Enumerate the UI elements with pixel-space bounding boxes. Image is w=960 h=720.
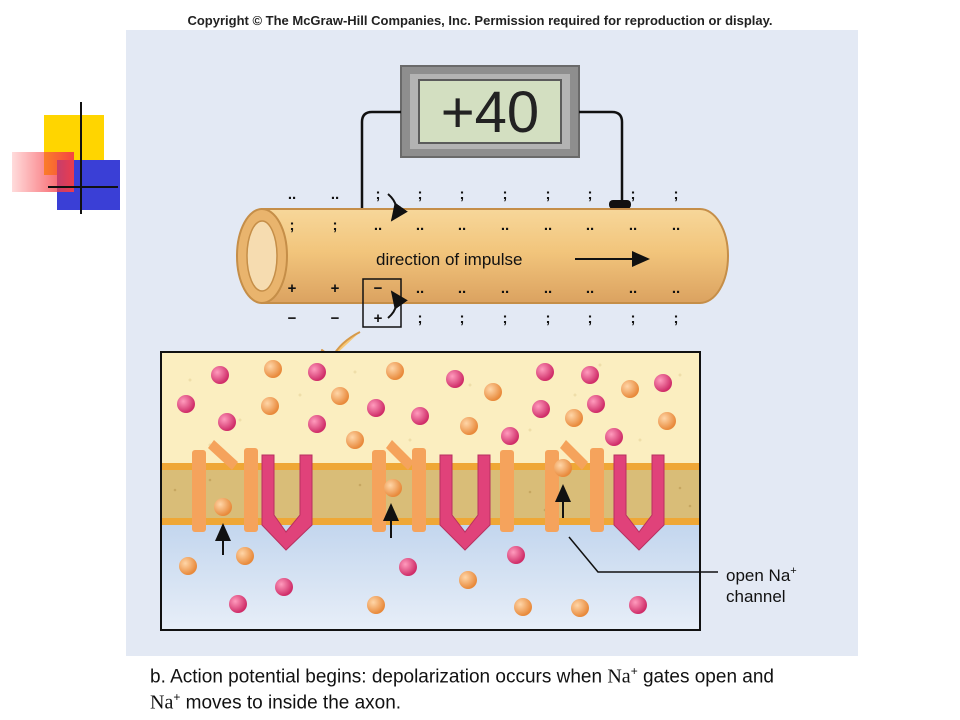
- charge-top-outer: ;: [631, 186, 636, 203]
- charge-top-inner: ..: [629, 217, 637, 234]
- direction-label: direction of impulse: [376, 250, 522, 269]
- charge-bottom-outer: −: [331, 310, 340, 327]
- charge-bottom-inner: ..: [501, 280, 509, 297]
- charge-bottom-outer: ;: [674, 310, 679, 327]
- charge-top-inner: ..: [586, 217, 594, 234]
- charge-bottom-inner: +: [331, 280, 340, 297]
- other-ion-inside: [229, 546, 647, 614]
- charge-top-inner: ..: [416, 217, 424, 234]
- charge-top-outer: ..: [288, 186, 296, 203]
- charge-top-inner: ..: [672, 217, 680, 234]
- electrode-wire-inside: [352, 110, 401, 248]
- charge-bottom-outer: ;: [460, 310, 465, 327]
- electrode-wire-outside: [579, 110, 624, 203]
- charge-bottom-inner: +: [288, 280, 297, 297]
- charge-bottom-inner: ..: [458, 280, 466, 297]
- charge-top-inner: ..: [501, 217, 509, 234]
- charge-top-outer: ..: [331, 186, 339, 203]
- other-ion: [177, 363, 672, 446]
- sodium-ion: [261, 360, 676, 449]
- figure-caption: b. Action potential begins: depolarizati…: [150, 664, 774, 714]
- sodium-ion-entering: [384, 479, 402, 497]
- axon: direction of impulse: [236, 208, 729, 304]
- charge-bottom-outer: −: [288, 310, 297, 327]
- charge-bottom-outer: ;: [503, 310, 508, 327]
- channel-label: open Na+: [726, 565, 797, 585]
- charge-top-outer: ;: [546, 186, 551, 203]
- voltmeter-display: [418, 79, 562, 144]
- membrane-figure: [160, 351, 701, 631]
- charge-bottom-outer: +: [374, 310, 383, 327]
- charge-top-outer: ;: [674, 186, 679, 203]
- charge-top-inner: ;: [290, 217, 295, 234]
- electrode-tip: [609, 200, 631, 209]
- charge-bottom-outer: ;: [546, 310, 551, 327]
- charge-bottom-inner: ..: [629, 280, 637, 297]
- charge-bottom-outer: ;: [418, 310, 423, 327]
- highlight-box: [362, 278, 402, 328]
- sodium-ion-inside: [179, 547, 589, 617]
- sodium-ion-entering: [554, 459, 572, 477]
- copyright-notice: Copyright © The McGraw-Hill Companies, I…: [187, 13, 773, 28]
- charge-top-inner: ..: [458, 217, 466, 234]
- ion-channel-open: [192, 440, 313, 551]
- charge-flip-arrow-top: [387, 193, 408, 222]
- voltmeter-reading: +40: [441, 80, 539, 145]
- voltmeter: +40: [400, 65, 580, 158]
- charge-top-outer: ;: [418, 186, 423, 203]
- charge-top-outer: ;: [588, 186, 593, 203]
- charge-bottom-inner: ..: [586, 280, 594, 297]
- charge-bottom-inner: ..: [672, 280, 680, 297]
- charge-bottom-inner: −: [374, 280, 383, 297]
- charge-top-outer: ;: [376, 186, 381, 203]
- charge-top-outer: ;: [503, 186, 508, 203]
- charge-top-inner: ;: [333, 217, 338, 234]
- charge-flip-arrow-bottom: [387, 290, 408, 319]
- ion-channel-open: [372, 440, 514, 551]
- charge-top-inner: ..: [374, 217, 382, 234]
- charge-bottom-outer: ;: [631, 310, 636, 327]
- channel-leader-line: [568, 536, 718, 573]
- charge-top-inner: ..: [544, 217, 552, 234]
- charge-bottom-outer: ;: [588, 310, 593, 327]
- charge-bottom-inner: ..: [416, 280, 424, 297]
- charge-top-outer: ;: [460, 186, 465, 203]
- charge-bottom-inner: ..: [544, 280, 552, 297]
- channel-label-line2: channel: [726, 587, 786, 606]
- sodium-ion-entering: [214, 498, 232, 516]
